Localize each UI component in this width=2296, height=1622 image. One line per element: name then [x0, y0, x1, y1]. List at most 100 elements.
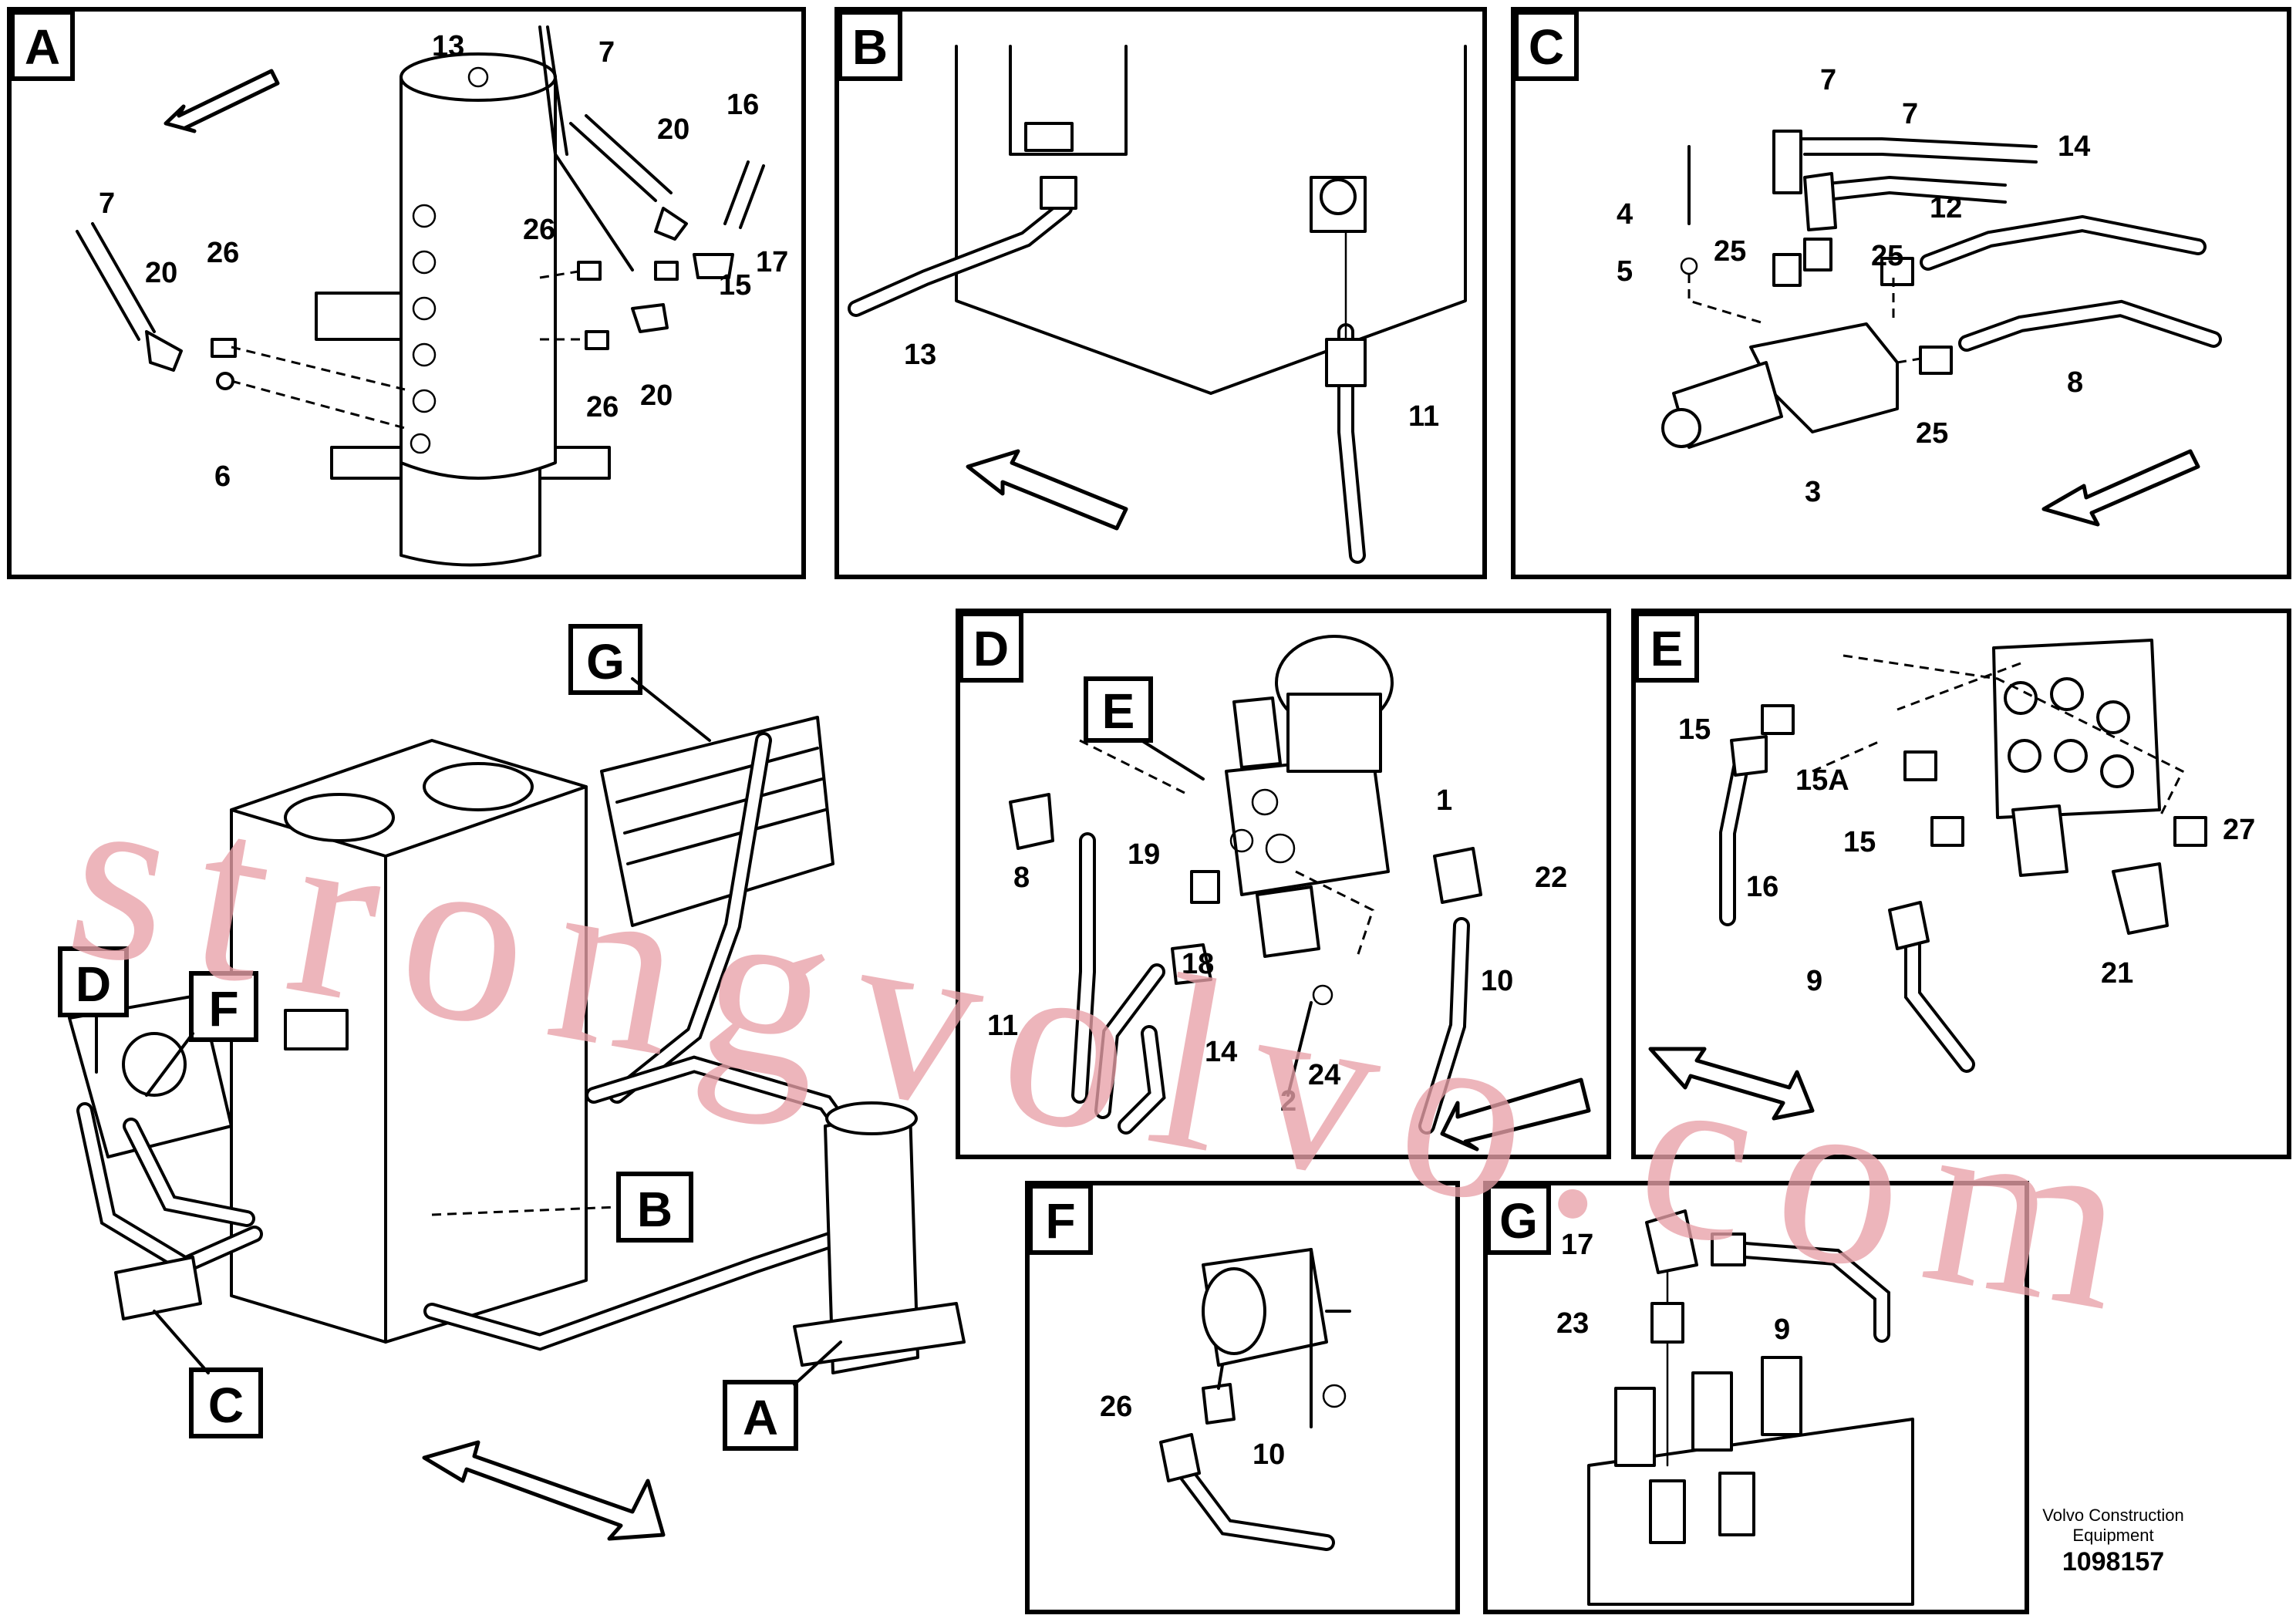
port-3 — [412, 296, 437, 321]
panel-b: B 13 11 — [834, 7, 1487, 579]
callout-d-19: 19 — [1128, 838, 1160, 871]
callout-d-24: 24 — [1308, 1059, 1340, 1091]
panel-d-frame — [956, 609, 1611, 1159]
callout-a-26-low: 26 — [586, 391, 619, 423]
hose-7-lower — [1811, 176, 2007, 204]
tee-fitting — [1024, 122, 1074, 152]
fitting-15a — [1903, 750, 1937, 781]
callout-a-15: 15 — [719, 269, 751, 302]
panel-g-frame — [1483, 1181, 2029, 1614]
panel-d-tag-label: D — [973, 621, 1009, 676]
panel-f-tag — [1028, 1184, 1093, 1255]
hose-16 — [723, 160, 765, 229]
callout-a-20-low: 20 — [640, 379, 673, 412]
direction-arrow-b — [966, 449, 1128, 531]
swivel-base-overview — [793, 1302, 966, 1367]
callout-a-26-mid: 26 — [523, 214, 555, 246]
fitting-26-f — [1202, 1383, 1236, 1425]
brand-line-1: Volvo Construction — [2042, 1506, 2184, 1525]
callout-e-15b: 15 — [1843, 826, 1876, 858]
hose-fitting-11 — [1325, 338, 1367, 387]
callout-d-11: 11 — [987, 1010, 1018, 1042]
callout-f-26: 26 — [1100, 1391, 1132, 1423]
callout-d-10: 10 — [1481, 965, 1513, 997]
valve-block-1 — [1225, 754, 1390, 896]
elbow-21 — [2112, 862, 2169, 935]
panel-g-tag — [1486, 1184, 1551, 1255]
brand-line-2: Equipment — [2072, 1526, 2154, 1545]
callout-c-12: 12 — [1930, 192, 1962, 224]
swivel-bottom — [400, 461, 541, 567]
leader-dash — [231, 346, 406, 430]
direction-arrow-d — [1440, 1077, 1591, 1152]
elbow-d — [1009, 793, 1054, 850]
callout-c-5: 5 — [1617, 255, 1633, 288]
elbow-20-right — [654, 207, 688, 241]
callout-e-9: 9 — [1806, 965, 1822, 997]
callout-c-3: 3 — [1805, 476, 1821, 508]
fitting-19 — [1171, 943, 1212, 985]
callout-d-8: 8 — [1013, 862, 1030, 894]
fitting-18 — [1190, 870, 1220, 904]
callout-e-27: 27 — [2223, 814, 2255, 846]
adapter-25-c — [1919, 346, 1953, 375]
fitting-15-mid — [1930, 816, 1964, 847]
panel-d-subtag-e — [1084, 676, 1153, 743]
brand-text: Volvo Construction Equipment — [1990, 1506, 2237, 1546]
callout-c-25c: 25 — [1916, 417, 1948, 450]
callout-d-1: 1 — [1436, 784, 1452, 817]
panel-b-tag-label: B — [852, 19, 888, 75]
part-number: 1098157 — [2062, 1547, 2165, 1576]
hose-fitting-b — [1040, 176, 1077, 210]
bolt-24 — [1312, 984, 1333, 1006]
valve-sections — [615, 747, 827, 865]
hose-7-right — [569, 114, 673, 202]
pump-flange — [122, 1032, 187, 1097]
panel-f-tag-label: F — [1045, 1193, 1075, 1249]
swivel-top — [400, 52, 557, 102]
bracket — [315, 292, 403, 341]
port-1 — [412, 204, 437, 228]
washer-5 — [1680, 257, 1698, 275]
callout-g-17: 17 — [1561, 1229, 1593, 1261]
mounting-plate — [1009, 45, 1128, 156]
overview-tag-f — [189, 971, 258, 1042]
elbow-20-low — [631, 303, 669, 333]
callout-d-22: 22 — [1535, 862, 1567, 894]
swivel-cylinder — [400, 76, 557, 480]
callout-g-23: 23 — [1556, 1307, 1589, 1340]
tee-17-g — [1645, 1209, 1698, 1274]
overview-tag-g-label: G — [586, 634, 625, 690]
adapter-25-a — [1772, 253, 1802, 287]
callout-c-8: 8 — [2067, 366, 2083, 399]
tank-window — [284, 1009, 349, 1050]
panel-f: F 26 10 — [1025, 1181, 1460, 1614]
panel-b-frame — [834, 7, 1487, 579]
hydraulic-tank — [230, 739, 588, 1344]
port-2 — [412, 250, 437, 275]
hose-7-upper — [1795, 137, 2038, 164]
tee-17 — [693, 253, 734, 279]
callout-d-2: 2 — [1280, 1085, 1296, 1118]
panel-b-tag — [838, 10, 902, 81]
adapter-12 — [1880, 257, 1914, 286]
callout-e-15a: 15 — [1678, 713, 1711, 746]
valve-block-overview — [114, 1256, 202, 1320]
panel-c-tag — [1514, 10, 1579, 81]
callout-e-16: 16 — [1746, 871, 1778, 903]
port-6 — [410, 433, 431, 454]
elbow-20-left — [145, 330, 183, 372]
direction-arrow-c — [2041, 449, 2200, 527]
hose-13 — [538, 25, 634, 271]
solenoid-e — [2011, 804, 2068, 877]
panel-f-frame — [1025, 1181, 1460, 1614]
callout-a-26-left: 26 — [207, 237, 239, 269]
panel-a: A 13 7 20 16 7 2 — [7, 7, 806, 579]
port-4 — [412, 342, 437, 367]
callout-a-13: 13 — [432, 30, 464, 62]
panel-c: C 7 7 14 4 12 5 25 25 25 8 3 — [1511, 7, 2291, 579]
leader-dash-2 — [539, 270, 586, 341]
elbow-7a — [1772, 130, 1802, 194]
panel-a-tag-label: A — [25, 19, 60, 75]
